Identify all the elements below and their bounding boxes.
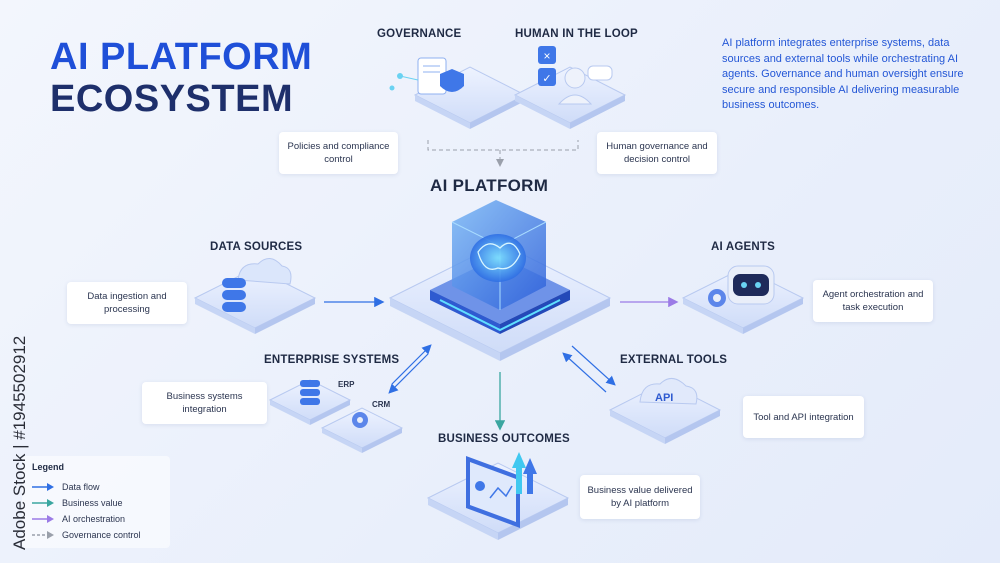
- governance-card: Policies and compliance control: [279, 132, 398, 174]
- tools-arrow-up: [562, 352, 607, 393]
- stock-watermark: Adobe Stock | #1945502912: [8, 320, 32, 550]
- governance-control-arrow-icon: [32, 531, 54, 539]
- svg-text:✓: ✓: [542, 73, 551, 85]
- legend: Legend Data flow Business value AI orche…: [22, 456, 170, 548]
- human-loop-card: Human governance and decision control: [597, 132, 717, 174]
- legend-label: Business value: [62, 498, 123, 508]
- legend-label: Governance control: [62, 530, 141, 540]
- legend-item-data-flow: Data flow: [32, 480, 100, 494]
- legend-item-governance-control: Governance control: [32, 528, 141, 542]
- enterprise-card: Business systems integration: [142, 382, 267, 424]
- business-value-arrow-icon: [32, 499, 54, 507]
- legend-item-business-value: Business value: [32, 496, 123, 510]
- tools-arrow-down: [571, 345, 616, 386]
- erp-tag: ERP: [338, 380, 355, 389]
- crm-tag: CRM: [372, 400, 391, 409]
- central-platform: [388, 200, 612, 361]
- external-tools-platform: [608, 378, 722, 444]
- ai-agents-card: Agent orchestration and task execution: [813, 280, 933, 322]
- title-line-1: AI PLATFORM: [50, 36, 313, 78]
- external-tools-card: Tool and API integration: [743, 396, 864, 438]
- human-loop-title: HUMAN IN THE LOOP: [515, 28, 638, 40]
- enterprise-erp-platform: [268, 379, 352, 425]
- legend-label: AI orchestration: [62, 514, 126, 524]
- api-label: API: [655, 392, 674, 404]
- business-outcomes-title: BUSINESS OUTCOMES: [438, 433, 570, 445]
- data-sources-platform: [193, 258, 317, 334]
- stock-watermark-text: Adobe Stock | #1945502912: [10, 335, 29, 550]
- data-sources-title: DATA SOURCES: [210, 241, 303, 253]
- enterprise-arrow-down: [388, 353, 429, 394]
- governance-title: GOVERNANCE: [377, 28, 462, 40]
- external-tools-title: EXTERNAL TOOLS: [620, 354, 728, 366]
- enterprise-crm-platform: [320, 407, 404, 453]
- data-sources-card: Data ingestion and processing: [67, 282, 187, 324]
- data-flow-arrow-icon: [32, 483, 54, 491]
- human-loop-platform: × ✓: [513, 46, 627, 129]
- ai-orchestration-arrow-icon: [32, 515, 54, 523]
- ai-agents-title: AI AGENTS: [711, 241, 775, 253]
- ai-platform-title: AI PLATFORM: [430, 176, 549, 195]
- svg-text:×: ×: [543, 49, 550, 63]
- legend-label: Data flow: [62, 482, 100, 492]
- ai-agents-platform: [681, 265, 805, 334]
- page-title: AI PLATFORM ECOSYSTEM: [50, 36, 312, 120]
- enterprise-title: ENTERPRISE SYSTEMS: [264, 354, 400, 366]
- business-outcomes-card: Business value delivered by AI platform: [580, 475, 700, 519]
- governance-dashed-link: [427, 140, 579, 151]
- title-line-2: ECOSYSTEM: [50, 78, 294, 120]
- intro-text: AI platform integrates enterprise system…: [722, 37, 964, 111]
- governance-platform: [389, 57, 527, 129]
- enterprise-arrow-up: [391, 344, 432, 385]
- legend-title: Legend: [32, 462, 65, 472]
- business-outcomes-platform: [426, 452, 570, 540]
- legend-item-ai-orchestration: AI orchestration: [32, 512, 125, 526]
